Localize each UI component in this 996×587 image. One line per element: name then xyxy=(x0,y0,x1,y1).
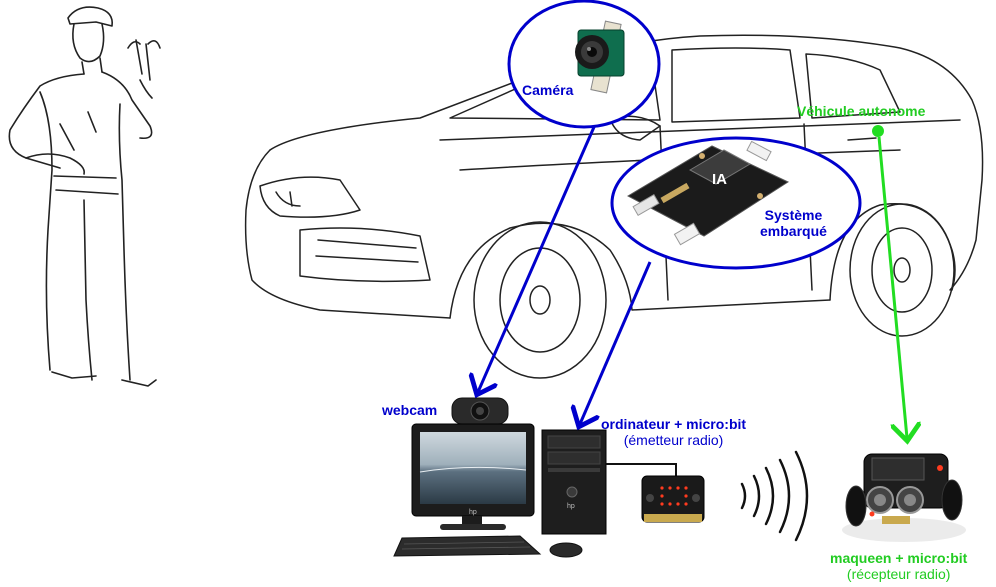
computer-label: ordinateur + micro:bit (émetteur radio) xyxy=(601,416,746,448)
camera-to-webcam-arrow xyxy=(478,126,596,392)
maqueen-label-sub: (récepteur radio) xyxy=(846,566,951,582)
maqueen-label-title: maqueen + micro:bit xyxy=(830,550,968,566)
monitor-icon: hp xyxy=(411,423,535,530)
monitor-brand: hp xyxy=(469,509,477,516)
keyboard-icon xyxy=(393,535,542,557)
webcam-label: webcam xyxy=(382,402,438,418)
radio-waves-icon xyxy=(740,450,809,542)
embedded-label-line1: Système xyxy=(764,207,823,223)
embedded-label-line2: embarqué xyxy=(760,223,827,239)
car-illustration xyxy=(244,34,984,379)
ai-board-icon xyxy=(626,140,790,246)
usb-cable xyxy=(606,463,677,476)
embedded-callout xyxy=(610,136,862,270)
autonomous-vehicle-label: Véhicule autonome xyxy=(797,103,926,119)
vehicle-dot xyxy=(872,125,884,137)
computer-tower-icon: hp xyxy=(541,429,607,535)
maqueen-label: maqueen + micro:bit (récepteur radio) xyxy=(830,550,967,582)
embedded-to-computer-arrow xyxy=(580,261,652,424)
computer-label-sub: (émetteur radio) xyxy=(623,432,724,448)
ia-chip-label: IA xyxy=(712,171,727,188)
microbit-emitter-icon xyxy=(641,475,705,523)
camera-label: Caméra xyxy=(522,82,574,98)
mechanic-illustration xyxy=(8,6,161,387)
computer-label-title: ordinateur + micro:bit xyxy=(601,416,747,432)
maqueen-robot-icon xyxy=(842,453,966,542)
vehicle-to-maqueen-arrow xyxy=(877,136,907,438)
embedded-system-label: Système embarqué xyxy=(760,207,827,239)
mouse-icon xyxy=(549,542,583,558)
camera-module-icon xyxy=(575,20,625,94)
camera-callout xyxy=(507,0,661,129)
tower-brand: hp xyxy=(567,503,575,510)
